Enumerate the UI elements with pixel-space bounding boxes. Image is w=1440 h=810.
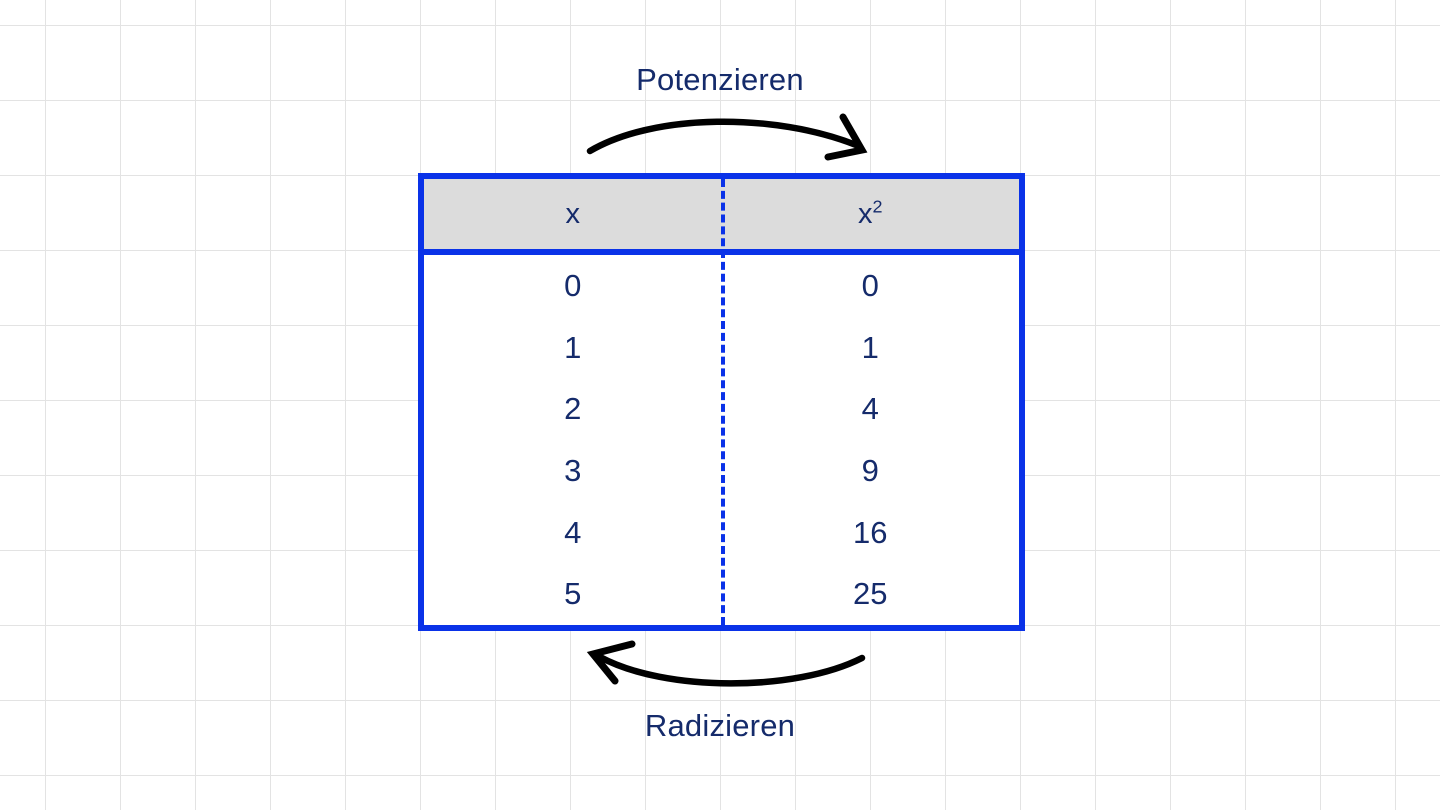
table-row: 3 9	[424, 440, 1019, 502]
cell-x-squared: 25	[722, 563, 1020, 625]
cell-x-squared: 9	[722, 440, 1020, 502]
header-base: x	[858, 197, 873, 230]
table-row: 0 0	[424, 255, 1019, 317]
table-row: 1 1	[424, 317, 1019, 379]
cell-x-squared: 1	[722, 317, 1020, 379]
cell-value: 5	[564, 576, 582, 612]
label-potenzieren: Potenzieren	[636, 62, 804, 97]
table-header-cell-x: x	[424, 179, 722, 249]
table-row: 4 16	[424, 502, 1019, 564]
cell-x: 4	[424, 502, 722, 564]
cell-x-squared: 0	[722, 255, 1020, 317]
table-body: 0 0 1 1 2 4	[424, 255, 1019, 625]
header-exponent: 2	[872, 195, 883, 216]
header-label-x-squared: x2	[858, 195, 883, 231]
cell-x: 5	[424, 563, 722, 625]
cell-value: 16	[853, 514, 888, 550]
cell-value: 1	[861, 329, 879, 365]
cell-value: 0	[564, 267, 582, 303]
cell-value: 1	[564, 329, 582, 365]
table-row: 5 25	[424, 563, 1019, 625]
header-label-x: x	[565, 197, 581, 230]
cell-x: 1	[424, 317, 722, 379]
table-row: 2 4	[424, 378, 1019, 440]
cell-value: 2	[564, 391, 582, 427]
cell-x: 0	[424, 255, 722, 317]
cell-x: 2	[424, 378, 722, 440]
value-table: x x2 0 0 1 1	[418, 173, 1025, 631]
cell-value: 25	[853, 576, 888, 612]
cell-value: 4	[861, 391, 879, 427]
arrow-left-icon	[586, 640, 866, 687]
label-radizieren: Radizieren	[644, 708, 796, 743]
cell-value: 0	[861, 267, 879, 303]
cell-value: 3	[564, 452, 582, 488]
table-header-row: x x2	[424, 179, 1019, 255]
cell-value: 4	[564, 514, 582, 550]
cell-x: 3	[424, 440, 722, 502]
cell-x-squared: 16	[722, 502, 1020, 564]
cell-x-squared: 4	[722, 378, 1020, 440]
cell-value: 9	[861, 452, 879, 488]
arrow-right-icon	[586, 113, 868, 161]
table-header-cell-x-squared: x2	[722, 179, 1020, 249]
